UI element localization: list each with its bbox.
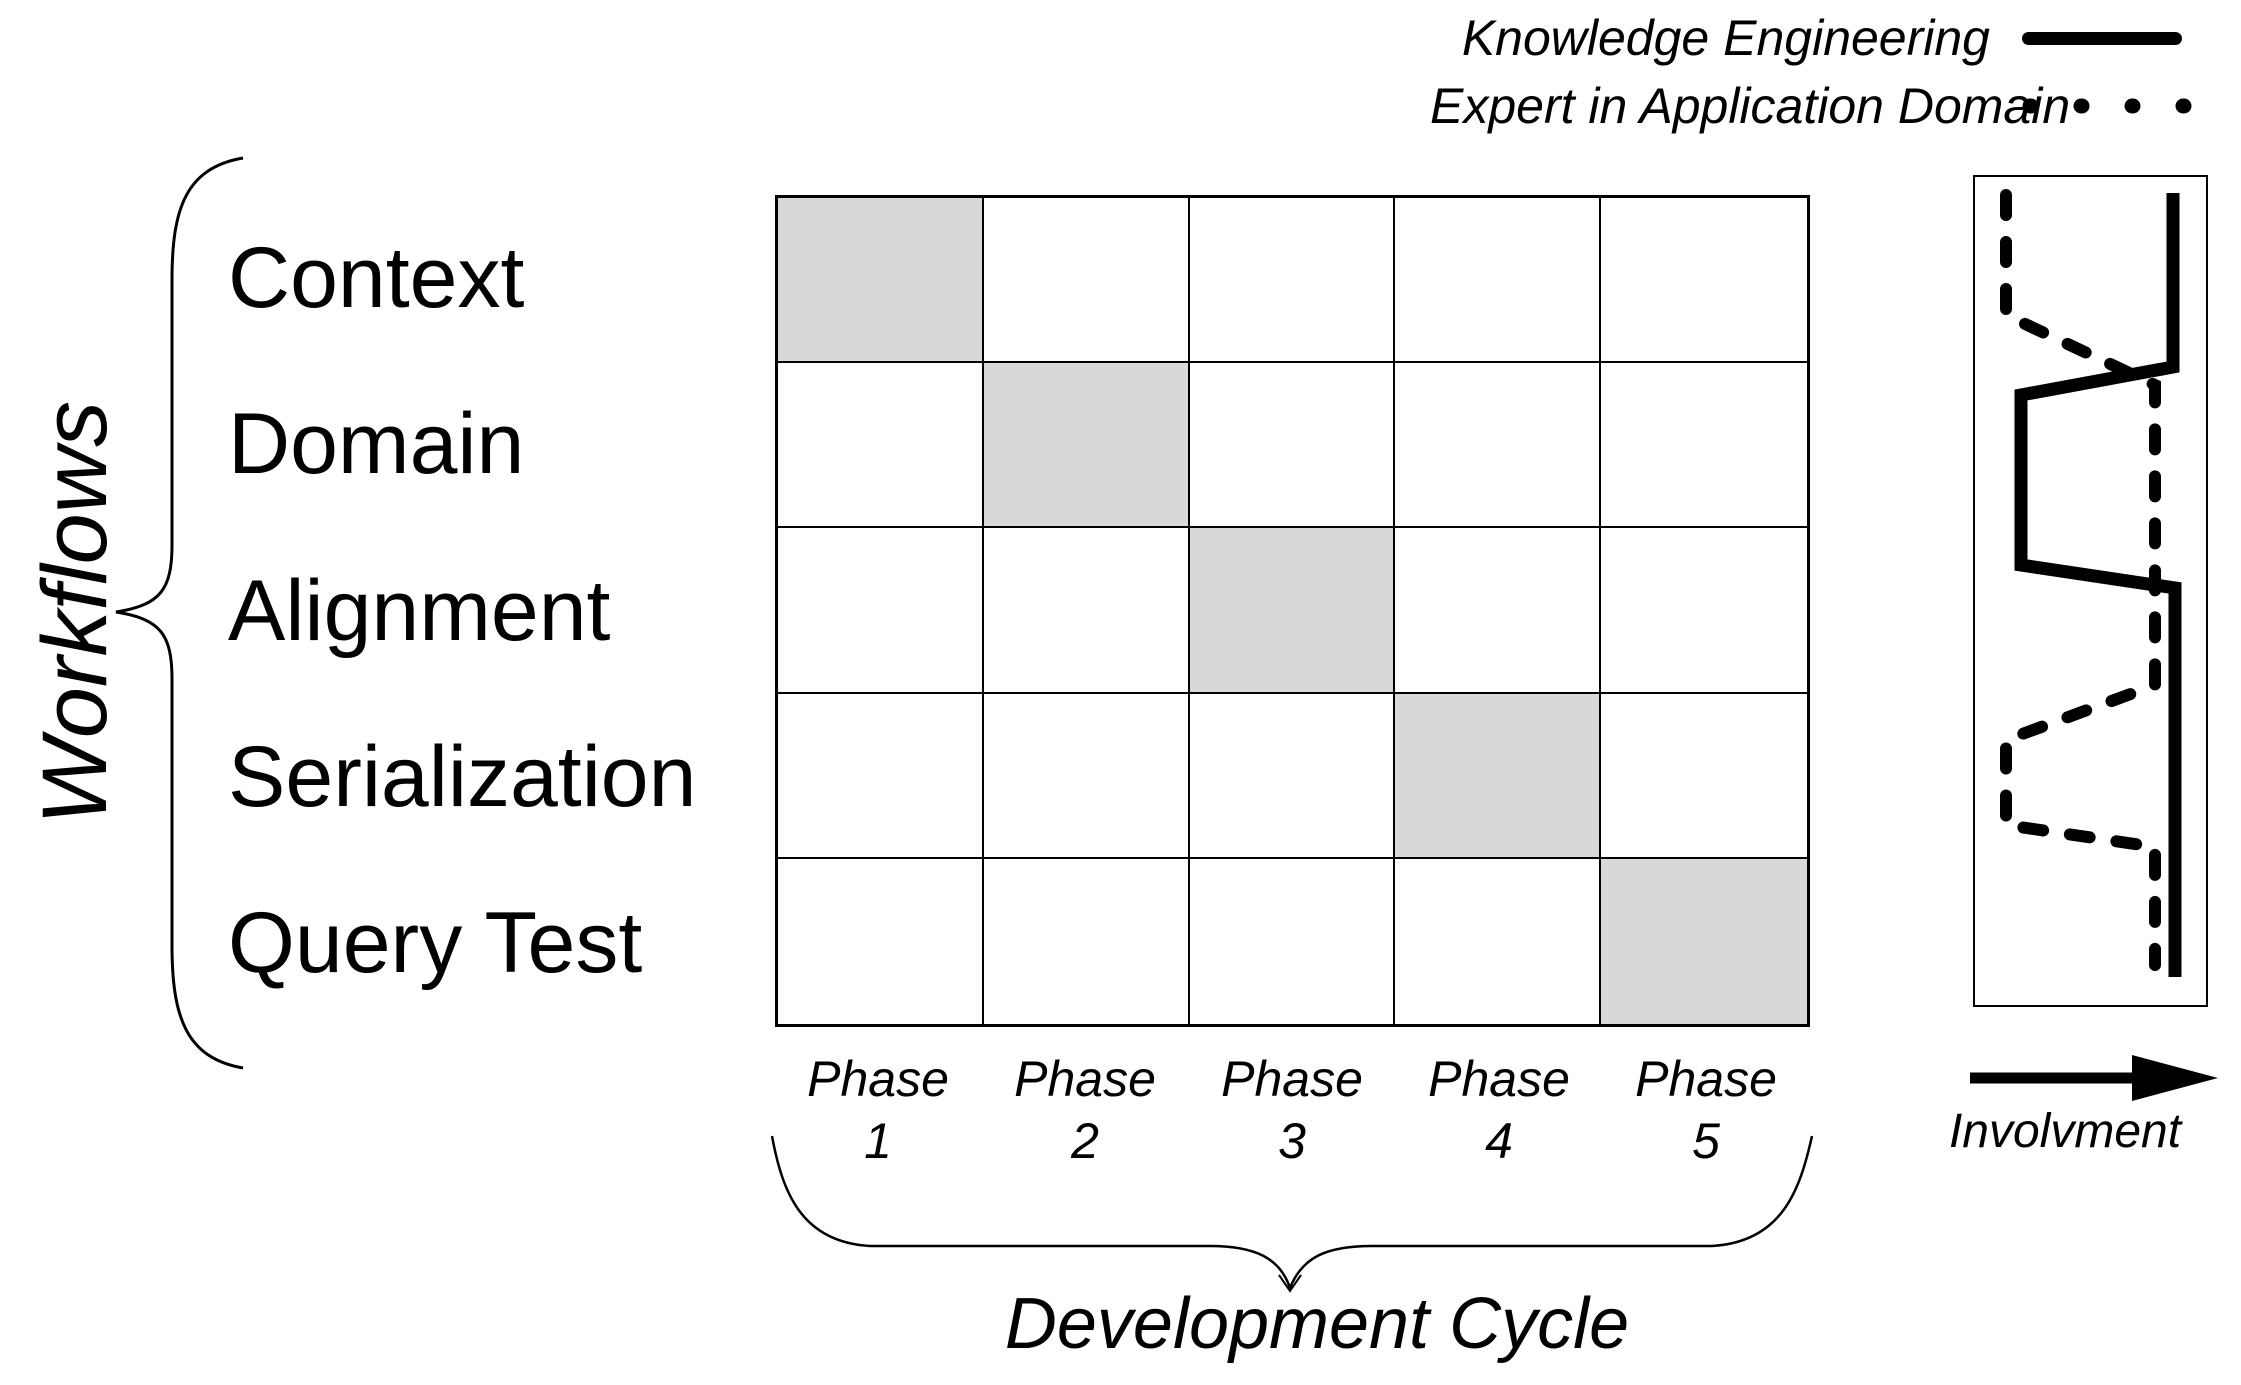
workflow-label-alignment: Alignment	[228, 563, 611, 659]
involvement-panel	[1973, 175, 2208, 1007]
phase-label-1: Phase 1	[773, 1048, 983, 1172]
matrix-cell-r5-c4	[1395, 858, 1602, 1024]
phase-label-3: Phase 3	[1187, 1048, 1397, 1172]
matrix-cell-r3-c4	[1395, 528, 1602, 694]
workflow-label-serialization: Serialization	[228, 729, 697, 825]
workflow-label-query-test: Query Test	[228, 895, 643, 991]
involvement-axis-label: Involvment	[1948, 1105, 2182, 1158]
expert-in-application-domain-curve	[2000, 189, 2161, 971]
matrix-cell-r5-c1	[778, 858, 984, 1024]
workflow-label-context: Context	[228, 230, 525, 326]
matrix-cell-r3-c1	[778, 528, 984, 694]
matrix-cell-r5-c2	[983, 858, 1190, 1024]
matrix-cell-r3-c5	[1601, 528, 1807, 694]
matrix-cell-r1-c3	[1189, 198, 1396, 364]
phase-word: Phase	[1428, 1051, 1570, 1107]
phase-word: Phase	[807, 1051, 949, 1107]
matrix-cell-r4-c1	[778, 693, 984, 859]
dotted-line	[2022, 98, 2195, 114]
development-cycle-brace	[770, 1135, 1814, 1293]
involvement-curves	[2000, 189, 2182, 977]
matrix-cell-r3-c3	[1189, 528, 1396, 694]
matrix-cell-r2-c1	[778, 363, 984, 529]
phase-word: Phase	[1635, 1051, 1777, 1107]
matrix-cell-r2-c4	[1395, 363, 1602, 529]
phase-word: Phase	[1221, 1051, 1363, 1107]
matrix-cell-r2-c5	[1601, 363, 1807, 529]
phase-number: 4	[1485, 1113, 1513, 1169]
phase-number: 5	[1692, 1113, 1720, 1169]
legend-item-expert: Expert in Application Domain	[1430, 78, 2195, 134]
matrix-cell-r3-c2	[983, 528, 1190, 694]
phase-word: Phase	[1014, 1051, 1156, 1107]
matrix-cell-r4-c2	[983, 693, 1190, 859]
matrix-cell-r5-c5	[1601, 858, 1807, 1024]
phase-label-4: Phase 4	[1394, 1048, 1604, 1172]
matrix-cell-r4-c3	[1189, 693, 1396, 859]
workflows-brace	[115, 156, 244, 1070]
phase-workflow-matrix	[775, 195, 1810, 1027]
involvement-arrow-icon	[1970, 1055, 2218, 1101]
solid-line-swatch-icon	[2022, 30, 2192, 46]
solid-line	[2022, 32, 2182, 45]
matrix-cell-r4-c4	[1395, 693, 1602, 859]
phase-label-2: Phase 2	[980, 1048, 1190, 1172]
dotted-line-swatch-icon	[2022, 98, 2195, 114]
legend-item-knowledge-engineering: Knowledge Engineering	[1430, 10, 2192, 66]
workflow-label-domain: Domain	[228, 396, 525, 492]
matrix-cell-r2-c2	[983, 363, 1190, 529]
matrix-cell-r2-c3	[1189, 363, 1396, 529]
matrix-cell-r1-c2	[983, 198, 1190, 364]
matrix-cell-r4-c5	[1601, 693, 1807, 859]
development-cycle-label: Development Cycle	[1004, 1284, 1630, 1364]
phase-number: 1	[864, 1113, 892, 1169]
phase-number: 3	[1278, 1113, 1306, 1169]
matrix-cell-r1-c4	[1395, 198, 1602, 364]
legend-label-knowledge-engineering: Knowledge Engineering	[1461, 10, 1990, 66]
matrix-cell-r1-c1	[778, 198, 984, 364]
matrix-cell-r5-c3	[1189, 858, 1396, 1024]
matrix-cell-r1-c5	[1601, 198, 1807, 364]
knowledge-engineering-curve	[2014, 193, 2182, 977]
phase-label-5: Phase 5	[1601, 1048, 1811, 1172]
phase-number: 2	[1071, 1113, 1099, 1169]
legend-label-expert: Expert in Application Domain	[1430, 78, 2071, 134]
